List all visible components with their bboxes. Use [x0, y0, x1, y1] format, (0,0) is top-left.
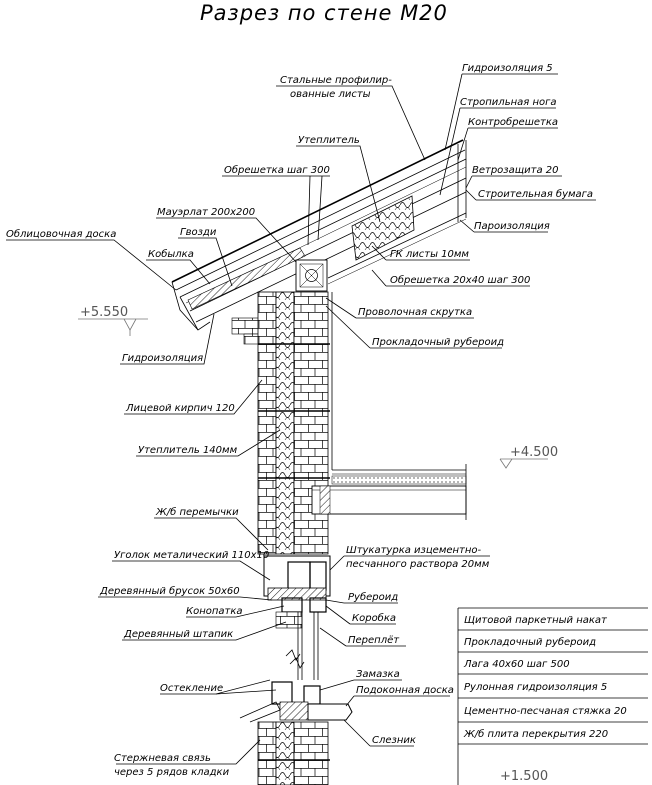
label-waterproofing: Гидроизоляция: [122, 353, 203, 364]
label-wood-bead: Деревянный штапик: [123, 629, 233, 640]
level-5550: +5.550: [80, 305, 128, 320]
label-nails: Гвозди: [180, 227, 217, 238]
label-batten-20x40: Обрешетка 20х40 шаг 300: [390, 274, 530, 286]
label-counter-batten: Контробрешетка: [468, 116, 558, 128]
label-facing-board: Облицовочная доска: [6, 228, 116, 240]
floor-layer-1: Щитовой паркетный накат: [464, 615, 608, 626]
label-plaster-line1: Штукатурка изцементно-: [346, 545, 482, 556]
label-window-sill: Подоконная доска: [356, 685, 454, 696]
label-steel-sheets-line2: ованные листы: [290, 89, 371, 100]
label-steel-sheets-line1: Стальные профилир-: [280, 75, 392, 86]
floor-layer-4: Рулонная гидроизоляция 5: [464, 682, 607, 693]
label-lintels: Ж/б перемычки: [155, 506, 239, 518]
label-metal-angle: Уголок металический 110х10: [114, 550, 269, 561]
floor-layer-2: Прокладочный рубероид: [464, 636, 596, 648]
mauerlat: [295, 259, 328, 292]
label-wood-bar: Деревянный брусок 50х60: [99, 585, 240, 597]
floor-layer-5: Цементно-песчаная стяжка 20: [464, 706, 627, 717]
label-gk-sheets: ГК листы 10мм: [390, 249, 469, 260]
floor-layers-table: Щитовой паркетный накат Прокладочный руб…: [457, 607, 648, 785]
brick-wall: [231, 291, 333, 785]
label-kobylka: Кобылка: [148, 248, 194, 260]
leader-lines: [6, 73, 596, 765]
callout-labels: Стальные профилир- ованные листы Гидроиз…: [6, 63, 593, 778]
label-plaster-line2: песчанного раствора 20мм: [346, 559, 490, 570]
label-vapor-barrier: Пароизоляция: [474, 221, 550, 232]
label-rod-tie-line2: через 5 рядов кладки: [114, 767, 230, 778]
label-waterproofing-5: Гидроизоляция 5: [462, 63, 553, 74]
label-caulking: Конопатка: [186, 606, 243, 617]
label-glazing: Остекление: [160, 683, 223, 694]
label-wire-twist: Проволочная скрутка: [358, 307, 472, 318]
label-drip: Слезник: [372, 735, 416, 746]
label-wind-barrier: Ветрозащита 20: [472, 165, 559, 176]
label-batten-300: Обрешетка шаг 300: [224, 164, 330, 176]
label-box: Коробка: [352, 612, 396, 624]
floor-layer-6: Ж/б плита перекрытия 220: [463, 728, 608, 740]
drawing-title: Разрез по стене М20: [200, 1, 448, 25]
window-assembly: [239, 555, 353, 723]
label-building-paper: Строительная бумага: [478, 188, 593, 200]
label-rod-tie-line1: Стержневая связь: [114, 753, 211, 764]
label-sash: Переплёт: [348, 635, 400, 646]
label-rafter: Стропильная нога: [460, 97, 557, 108]
level-4500: +4.500: [510, 445, 558, 460]
roof-assembly: [171, 139, 467, 331]
floor-slab: [311, 464, 467, 520]
floor-layer-3: Лага 40х60 шаг 500: [463, 659, 570, 670]
label-insulation-140: Утеплитель 140мм: [138, 445, 238, 456]
level-1500: +1.500: [500, 769, 548, 784]
label-mauerlat: Мауэрлат 200х200: [157, 207, 255, 218]
label-putty: Замазка: [356, 669, 400, 680]
label-facing-brick: Лицевой кирпич 120: [125, 403, 235, 414]
level-marks: +5.550 +4.500 +1.500: [78, 305, 558, 784]
label-insulation: Утеплитель: [298, 135, 360, 146]
label-underlay-ruberoid: Прокладочный рубероид: [372, 336, 504, 348]
label-ruberoid: Рубероид: [348, 591, 398, 603]
